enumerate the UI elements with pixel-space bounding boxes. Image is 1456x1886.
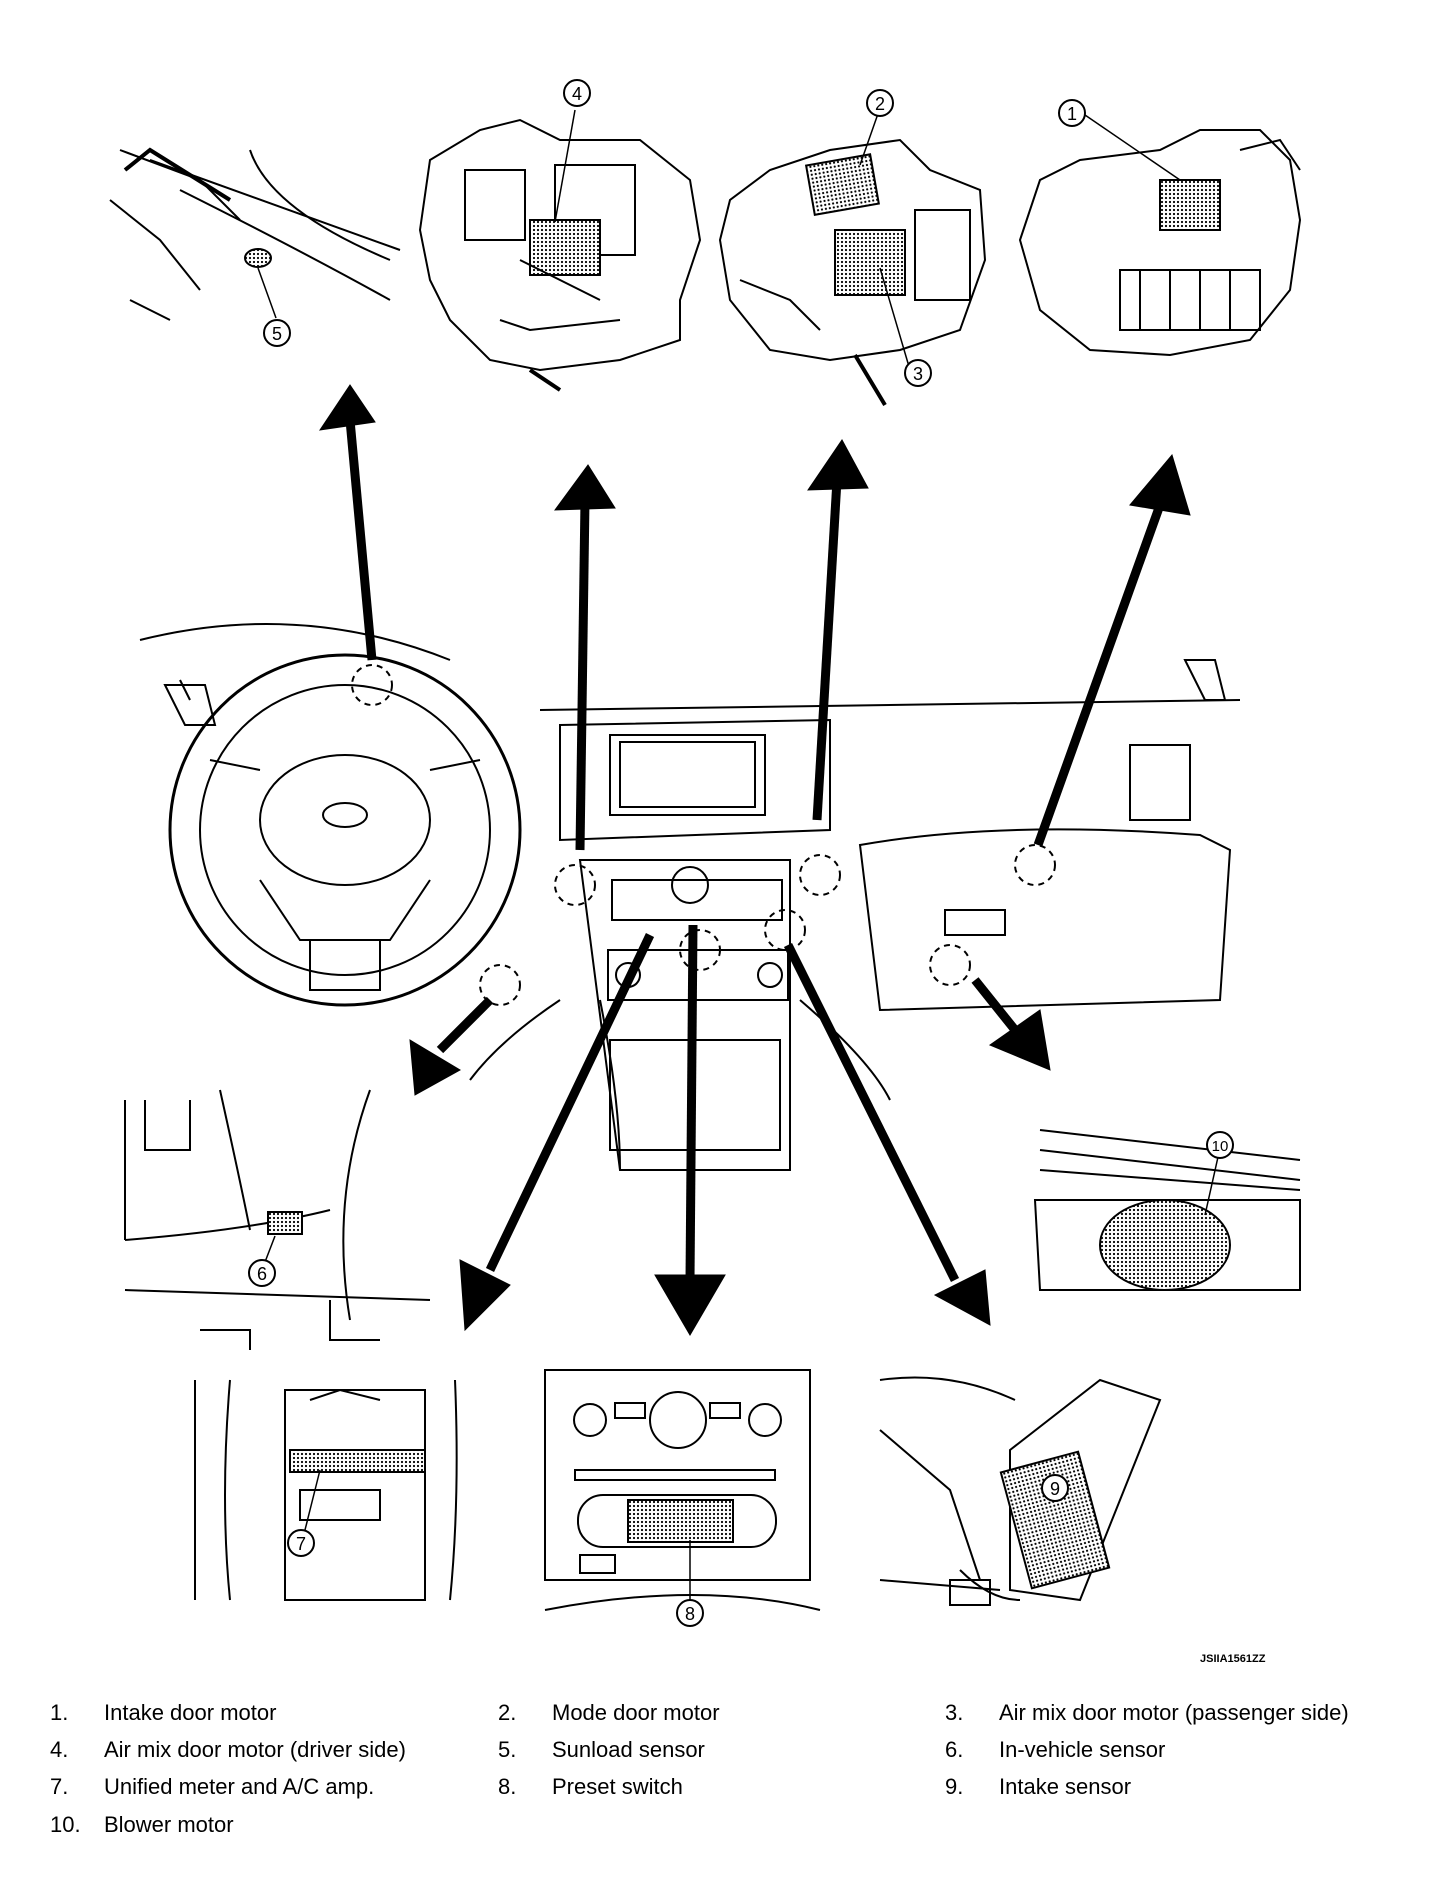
legend-label: Air mix door motor (driver side): [104, 1737, 406, 1762]
svg-text:2: 2: [875, 94, 885, 114]
legend-number: 4.: [50, 1737, 69, 1762]
legend-label: Unified meter and A/C amp.: [104, 1774, 375, 1799]
legend-number: 10.: [50, 1812, 81, 1837]
callout-6: 6: [248, 1259, 276, 1287]
legend-label: Mode door motor: [552, 1700, 720, 1725]
blower-motor-view: [1033, 1129, 1301, 1291]
intake-sensor-view: [879, 1376, 1162, 1606]
legend-label: Intake door motor: [104, 1700, 277, 1725]
svg-text:6: 6: [257, 1264, 267, 1284]
in-vehicle-sensor-view: [124, 1089, 431, 1350]
callout-2: 2: [866, 89, 894, 117]
legend-label: Sunload sensor: [552, 1737, 705, 1762]
legend-label: Air mix door motor (passenger side): [999, 1700, 1349, 1725]
component-location-diagram: 1 2 3 4 5 6 7 8: [109, 79, 1302, 1627]
callout-4: 4: [563, 79, 591, 107]
svg-text:8: 8: [685, 1604, 695, 1624]
hvac-unit-driver-view: [418, 109, 702, 392]
callout-10: 10: [1206, 1131, 1234, 1159]
callout-8: 8: [676, 1599, 704, 1627]
legend-number: 7.: [50, 1774, 69, 1799]
legend-number: 5.: [498, 1737, 517, 1762]
dashboard-view: [139, 623, 1241, 1171]
hvac-unit-intake-view: [1018, 114, 1302, 357]
svg-text:7: 7: [296, 1534, 306, 1554]
legend-number: 9.: [945, 1774, 964, 1799]
legend-number: 8.: [498, 1774, 517, 1799]
callout-3: 3: [904, 359, 932, 387]
legend-label: In-vehicle sensor: [999, 1737, 1166, 1762]
ac-amp-view: [194, 1379, 458, 1601]
legend-label: Blower motor: [104, 1812, 234, 1837]
hvac-unit-center-view: [718, 107, 987, 407]
callout-9: 9: [1041, 1474, 1069, 1502]
svg-text:4: 4: [572, 84, 582, 104]
svg-text:5: 5: [272, 324, 282, 344]
legend-number: 6.: [945, 1737, 964, 1762]
legend: 1. Intake door motor 2. Mode door motor …: [0, 1700, 1456, 1880]
legend-number: 1.: [50, 1700, 69, 1725]
legend-number: 2.: [498, 1700, 517, 1725]
pointer-arrows: [318, 384, 1191, 1336]
callout-1: 1: [1058, 99, 1086, 127]
legend-label: Preset switch: [552, 1774, 683, 1799]
preset-switch-view: [544, 1369, 821, 1611]
callout-markers: 1 2 3 4 5 6 7 8: [248, 79, 1234, 1627]
sunload-sensor-view: [109, 147, 401, 321]
svg-text:1: 1: [1067, 104, 1077, 124]
legend-number: 3.: [945, 1700, 964, 1725]
svg-text:3: 3: [913, 364, 923, 384]
callout-5: 5: [263, 319, 291, 347]
svg-text:10: 10: [1212, 1138, 1229, 1155]
figure-code: JSIIA1561ZZ: [1200, 1653, 1266, 1665]
callout-7: 7: [287, 1529, 315, 1557]
svg-text:9: 9: [1050, 1479, 1060, 1499]
legend-label: Intake sensor: [999, 1774, 1132, 1799]
